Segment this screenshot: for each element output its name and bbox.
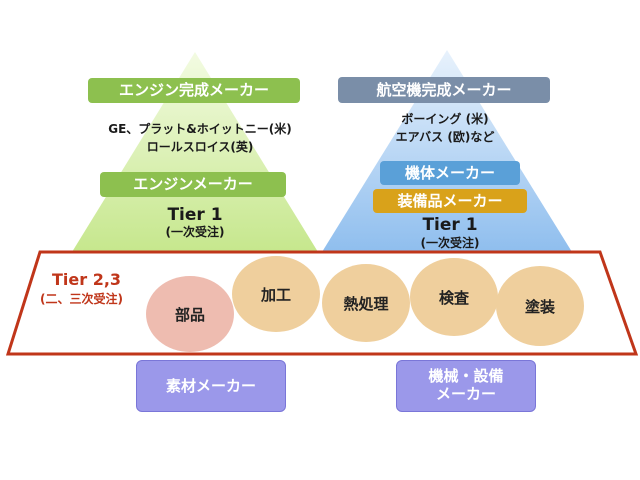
aircraft-companies-line2: エアバス (欧)など [395,130,495,144]
aircraft-tier1-sub: (一次受注) [420,236,480,250]
materials-maker-box: 素材メーカー [136,360,286,412]
parts-circle: 部品 [146,276,234,352]
engine-tier1-sub: (一次受注) [165,225,225,239]
tier23-sub: (二、三次受注) [40,292,123,306]
aircraft-complete-maker-label: 航空機完成メーカー [338,77,550,103]
aircraft-companies-line1: ボーイング (米) [401,112,489,126]
engine-pyramid [72,52,318,252]
airframe-maker-label: 機体メーカー [380,161,520,185]
equipment-maker-label: 装備品メーカー [373,189,527,213]
inspection-circle: 検査 [410,258,498,336]
machinery-equipment-maker-box: 機械・設備 メーカー [396,360,536,412]
aircraft-tier1: Tier 1 [422,215,478,235]
engine-companies-line1: GE、プラット&ホイットニー(米) [108,122,292,136]
painting-circle: 塗装 [496,266,584,346]
engine-companies-line2: ロールスロイス(英) [146,140,254,154]
machining-circle: 加工 [232,256,320,332]
engine-complete-maker-label: エンジン完成メーカー [88,78,300,103]
engine-maker-label: エンジンメーカー [100,172,286,197]
heat-treatment-circle: 熱処理 [322,264,410,342]
tier23-label: Tier 2,3 [52,270,122,289]
machinery-line2: メーカー [435,385,496,403]
machinery-line1: 機械・設備 [428,367,504,385]
engine-tier1: Tier 1 [167,205,223,225]
